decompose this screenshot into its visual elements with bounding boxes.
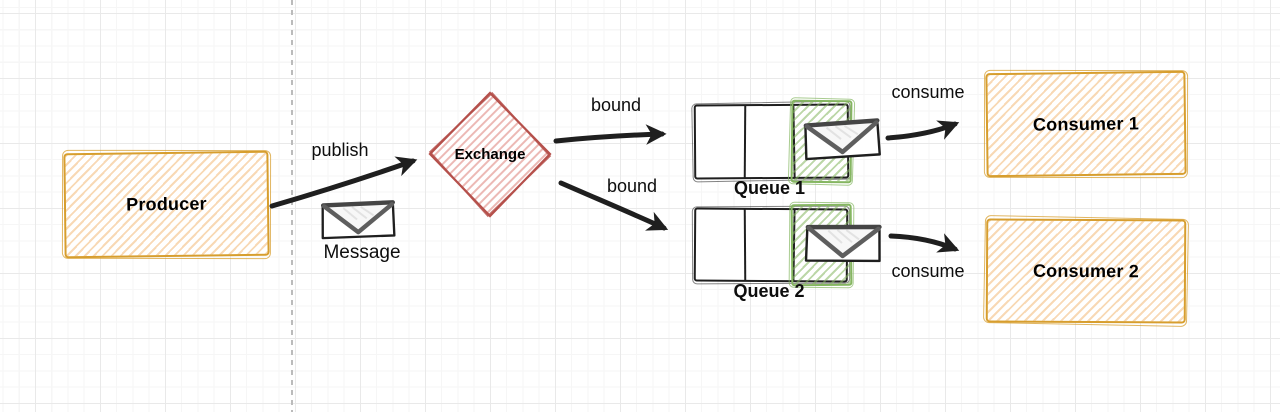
consume1-arrow[interactable] [885,120,960,141]
bound2-edge-label[interactable]: bound [606,176,658,196]
consume2-arrow[interactable] [888,233,960,253]
diamond-shape-icon [428,91,552,218]
queue2-label: Queue 2 [733,281,805,301]
exchange-label: Exchange [454,146,526,163]
envelope-icon[interactable] [803,220,882,265]
exchange-node[interactable]: Exchange [424,88,556,221]
consumer1-label: Consumer 1 [1032,112,1140,135]
consume1-edge-label[interactable]: consume [891,82,965,102]
queue1-label: Queue 1 [733,178,806,198]
bound1-arrow[interactable] [553,124,667,145]
envelope-icon[interactable] [320,197,397,240]
producer-node[interactable]: Producer [63,150,270,259]
queue2-cell-divider [743,208,747,281]
publish-edge-label[interactable]: publish [311,140,369,160]
consumer1-node[interactable]: Consumer 1 [985,70,1187,178]
consume2-edge-label[interactable]: consume [891,261,965,281]
consumer2-label: Consumer 2 [1032,260,1140,281]
message-label: Message [323,242,401,263]
page-boundary-divider [291,0,293,412]
producer-label: Producer [126,193,207,215]
consumer2-node[interactable]: Consumer 2 [985,218,1187,324]
bound1-edge-label[interactable]: bound [590,95,642,115]
envelope-icon[interactable] [802,115,882,161]
queue1-cell-divider [743,105,747,179]
